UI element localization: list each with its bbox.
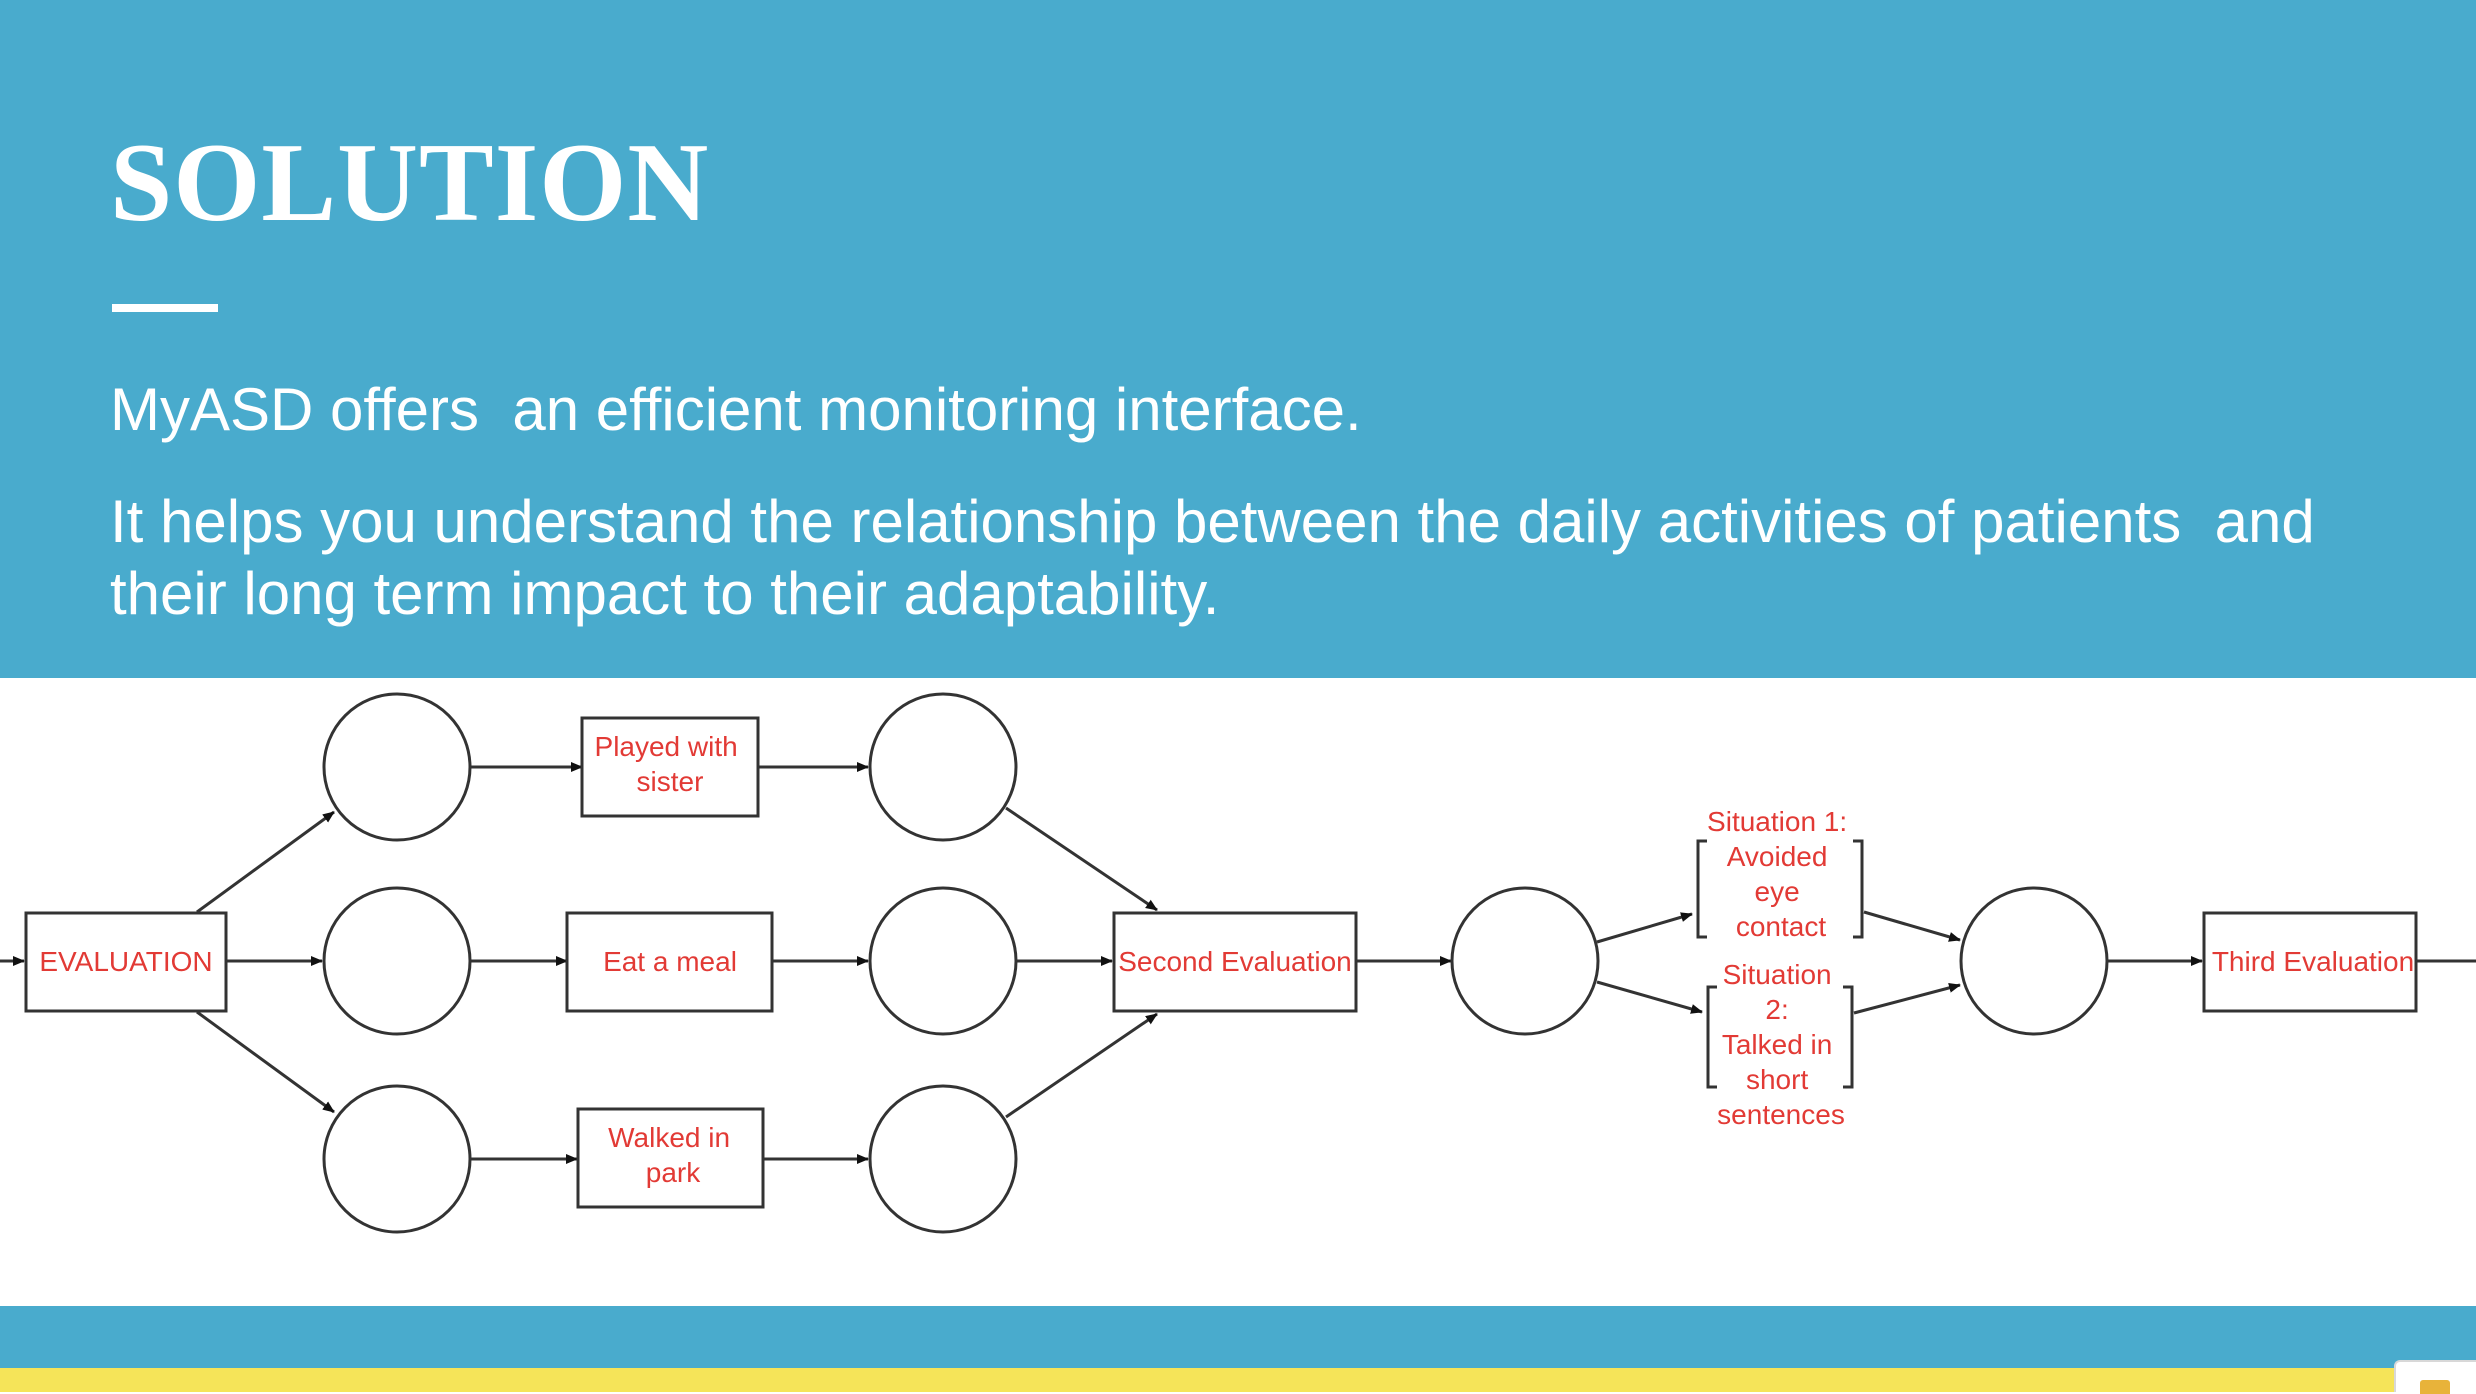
third-evaluation-box [2202,911,2418,1013]
state-circle-2 [322,886,472,1036]
footer-band [0,1306,2476,1368]
second-evaluation-box [1112,911,1358,1013]
situation-label-2-line-3: Talked in [1722,1029,1833,1060]
situation-label-2-line-4: short [1746,1064,1808,1095]
activity-label-3-line-2: park [646,1157,701,1188]
edge-situation2-to-state8 [1853,982,1961,1015]
description-paragraph: It helps you understand the relationship… [110,488,2332,627]
header-band [0,0,2476,678]
slide-title: SOLUTION [110,121,710,245]
edge-state6-to-second-eval [1005,1012,1158,1119]
situation-box-1 [1696,839,1864,939]
activity-box-2 [565,911,774,1013]
second-evaluation-label: Second Evaluation [1118,946,1352,977]
edge-state4-to-second-eval [1005,806,1158,912]
situation-label-1-line-1: Situation 1: [1707,806,1847,837]
intro-paragraph: MyASD offers an efficient monitoring int… [110,376,1362,443]
third-evaluation-label: Third Evaluation [2212,946,2414,977]
state-circle-4 [868,692,1018,842]
situation-label-2-line-1: Situation [1723,959,1832,990]
state-circle-1 [322,692,472,842]
situation-label-2-line-5: sentences [1717,1099,1845,1130]
evaluation-label: EVALUATION [39,946,212,977]
process-diagram: EVALUATION Played with sister Eat a meal… [0,692,2476,1234]
edge-eval-to-state1 [196,810,335,914]
footer-accent-strip [0,1368,2476,1392]
situation-label-1-line-3: eye [1755,876,1800,907]
activity-label-1-line-1: Played with [595,731,738,762]
situation-label-2: Situation 2: Talked in short sentences [1717,959,1845,1130]
situation-label-1-line-2: Avoided [1727,841,1828,872]
title-divider [112,304,218,312]
edge-state7-to-situation1 [1596,912,1693,944]
edge-state7-to-situation2 [1596,980,1703,1014]
activity-label-1: Played with sister [595,731,746,797]
edge-situation1-to-state8 [1863,910,1961,942]
situation-label-1: Situation 1: Avoided eye contact [1707,806,1855,942]
activity-label-3-line-1: Walked in [608,1122,730,1153]
state-circle-8 [1959,886,2109,1036]
activity-label-1-line-2: sister [637,766,704,797]
activity-label-3: Walked in park [608,1122,738,1188]
situation-label-1-line-4: contact [1736,911,1826,942]
activity-box-3 [576,1107,765,1209]
yellow-tab-icon [2420,1380,2450,1394]
corner-tab[interactable] [2394,1360,2476,1394]
activity-box-1 [580,716,760,818]
activity-label-2: Eat a meal [603,946,737,977]
state-circle-3 [322,1084,472,1234]
evaluation-box [24,911,228,1013]
situation-box-2 [1706,985,1854,1089]
situation-label-2-line-2: 2: [1765,994,1788,1025]
state-circle-5 [868,886,1018,1036]
state-circle-6 [868,1084,1018,1234]
edge-eval-to-state3 [196,1010,335,1114]
state-circle-7 [1450,886,1600,1036]
